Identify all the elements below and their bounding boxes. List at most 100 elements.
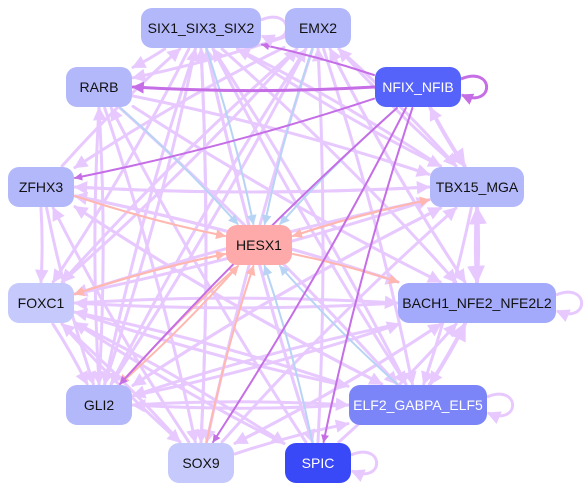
node-rarb-box <box>66 67 132 107</box>
edge-nfix-to-spic <box>321 107 414 443</box>
edge-foxc1-to-sox9 <box>60 322 182 444</box>
edge-six1-to-elf2 <box>211 47 408 386</box>
edge-rarb-to-hesx1 <box>119 107 239 225</box>
edge-sox9-to-six1 <box>194 47 209 444</box>
edge-zfhx3-to-foxc1 <box>34 206 49 284</box>
self-loop-spic <box>350 450 378 482</box>
node-foxc1-label: FOXC1 <box>18 295 65 311</box>
self-loop-elf2 <box>486 392 514 424</box>
edge-six1-to-hesx1 <box>205 48 257 225</box>
node-hesx1-box <box>226 225 292 265</box>
node-hesx1-label: HESX1 <box>236 237 282 253</box>
node-spic-box <box>285 443 351 483</box>
node-spic: SPIC <box>285 443 351 483</box>
node-six1-box <box>141 8 261 48</box>
node-tbx15-box <box>430 167 524 207</box>
edge-emx2-to-gli2 <box>109 47 308 386</box>
edge-spic-to-foxc1 <box>73 321 286 445</box>
edge-sox9-to-elf2 <box>233 419 350 456</box>
edge-emx2-to-foxc1 <box>60 47 299 284</box>
edge-tbx15-to-bach1 <box>467 206 486 284</box>
node-tbx15-label: TBX15_MGA <box>436 179 519 195</box>
edge-foxc1-to-elf2 <box>73 310 350 391</box>
node-nfix-box <box>375 67 461 107</box>
node-sox9-box <box>168 443 234 483</box>
node-gli2-label: GLI2 <box>84 397 115 413</box>
node-rarb: RARB <box>66 67 132 107</box>
node-zfhx3-label: ZFHX3 <box>19 179 64 195</box>
node-tbx15: TBX15_MGA <box>430 167 524 207</box>
edge-spic-to-bach1 <box>337 322 458 444</box>
edge-elf2-to-hesx1 <box>278 265 399 385</box>
edge-rarb-to-sox9 <box>103 106 200 444</box>
edges-layer <box>34 35 487 456</box>
node-bach1-label: BACH1_NFE2_NFE2L2 <box>402 295 552 311</box>
edge-sox9-to-hesx1 <box>205 265 256 443</box>
node-six1: SIX1_SIX3_SIX2 <box>141 8 261 48</box>
edge-hesx1-to-foxc1 <box>74 253 226 296</box>
node-zfhx3-box <box>8 167 74 207</box>
node-elf2: ELF2_GABPA_ELF5 <box>349 385 487 425</box>
node-elf2-box <box>349 385 487 425</box>
edge-zfhx3-to-hesx1 <box>74 195 226 240</box>
node-nfix-label: NFIX_NFIB <box>382 79 454 95</box>
edge-bach1-to-sox9 <box>233 322 443 445</box>
edge-nfix-to-zfhx3 <box>74 97 375 181</box>
edge-emx2-to-hesx1 <box>261 48 314 225</box>
edge-gli2-to-hesx1 <box>119 265 239 385</box>
edge-foxc1-to-emx2 <box>60 47 299 284</box>
edge-gli2-to-emx2 <box>109 47 308 386</box>
edge-rarb-to-gli2 <box>91 106 106 386</box>
edge-spic-to-hesx1 <box>262 265 314 443</box>
edge-tbx15-to-gli2 <box>131 206 443 387</box>
edge-nfix-to-sox9 <box>212 107 407 443</box>
edge-elf2-to-foxc1 <box>73 308 350 388</box>
edge-tbx15-to-nfix <box>428 106 467 168</box>
node-zfhx3: ZFHX3 <box>8 167 74 207</box>
node-emx2-label: EMX2 <box>299 20 337 36</box>
self-loop-six1 <box>260 15 288 47</box>
node-gli2-box <box>66 385 132 425</box>
edge-elf2-to-gli2 <box>131 398 350 413</box>
node-elf2-label: ELF2_GABPA_ELF5 <box>353 397 483 413</box>
self-loop-nfix <box>460 74 488 105</box>
node-bach1: BACH1_NFE2_NFE2L2 <box>398 283 556 323</box>
edge-nfix-to-six1 <box>261 42 375 76</box>
node-foxc1-box <box>8 283 74 323</box>
node-foxc1: FOXC1 <box>8 283 74 323</box>
node-sox9: SOX9 <box>168 443 234 483</box>
edge-nfix-to-rarb <box>131 81 376 94</box>
edge-hesx1-to-tbx15 <box>292 196 430 237</box>
edge-gli2-to-six1 <box>103 47 200 386</box>
node-emx2: EMX2 <box>285 8 351 48</box>
edge-six1-to-gli2 <box>100 47 197 386</box>
node-sox9-label: SOX9 <box>182 455 220 471</box>
node-nfix: NFIX_NFIB <box>375 67 461 107</box>
edge-sox9-to-zfhx3 <box>51 206 191 444</box>
edge-gli2-to-rarb <box>92 106 107 386</box>
node-gli2: GLI2 <box>66 385 132 425</box>
edge-six1-to-rarb <box>131 47 167 69</box>
edge-emx2-to-elf2 <box>322 47 417 386</box>
node-hesx1: HESX1 <box>226 225 292 265</box>
edge-spic-to-emx2 <box>311 47 326 444</box>
node-six1-label: SIX1_SIX3_SIX2 <box>148 20 255 36</box>
edge-bach1-to-gli2 <box>131 322 401 399</box>
edge-hesx1-to-bach1 <box>292 253 400 284</box>
node-spic-label: SPIC <box>302 455 335 471</box>
node-emx2-box <box>285 8 351 48</box>
edge-foxc1-to-gli2 <box>51 322 89 386</box>
edge-gli2-to-elf2 <box>131 397 350 412</box>
self-loop-bach1 <box>555 290 583 322</box>
edge-six1-to-bach1 <box>220 47 458 284</box>
edge-tbx15-to-zfhx3 <box>73 180 431 195</box>
edge-gli2-to-bach1 <box>131 321 401 398</box>
node-rarb-label: RARB <box>80 79 119 95</box>
edge-spic-to-rarb <box>109 106 308 444</box>
node-bach1-box <box>398 283 556 323</box>
edge-elf2-to-six1 <box>211 47 408 386</box>
edge-tbx15-to-six1 <box>236 47 442 168</box>
